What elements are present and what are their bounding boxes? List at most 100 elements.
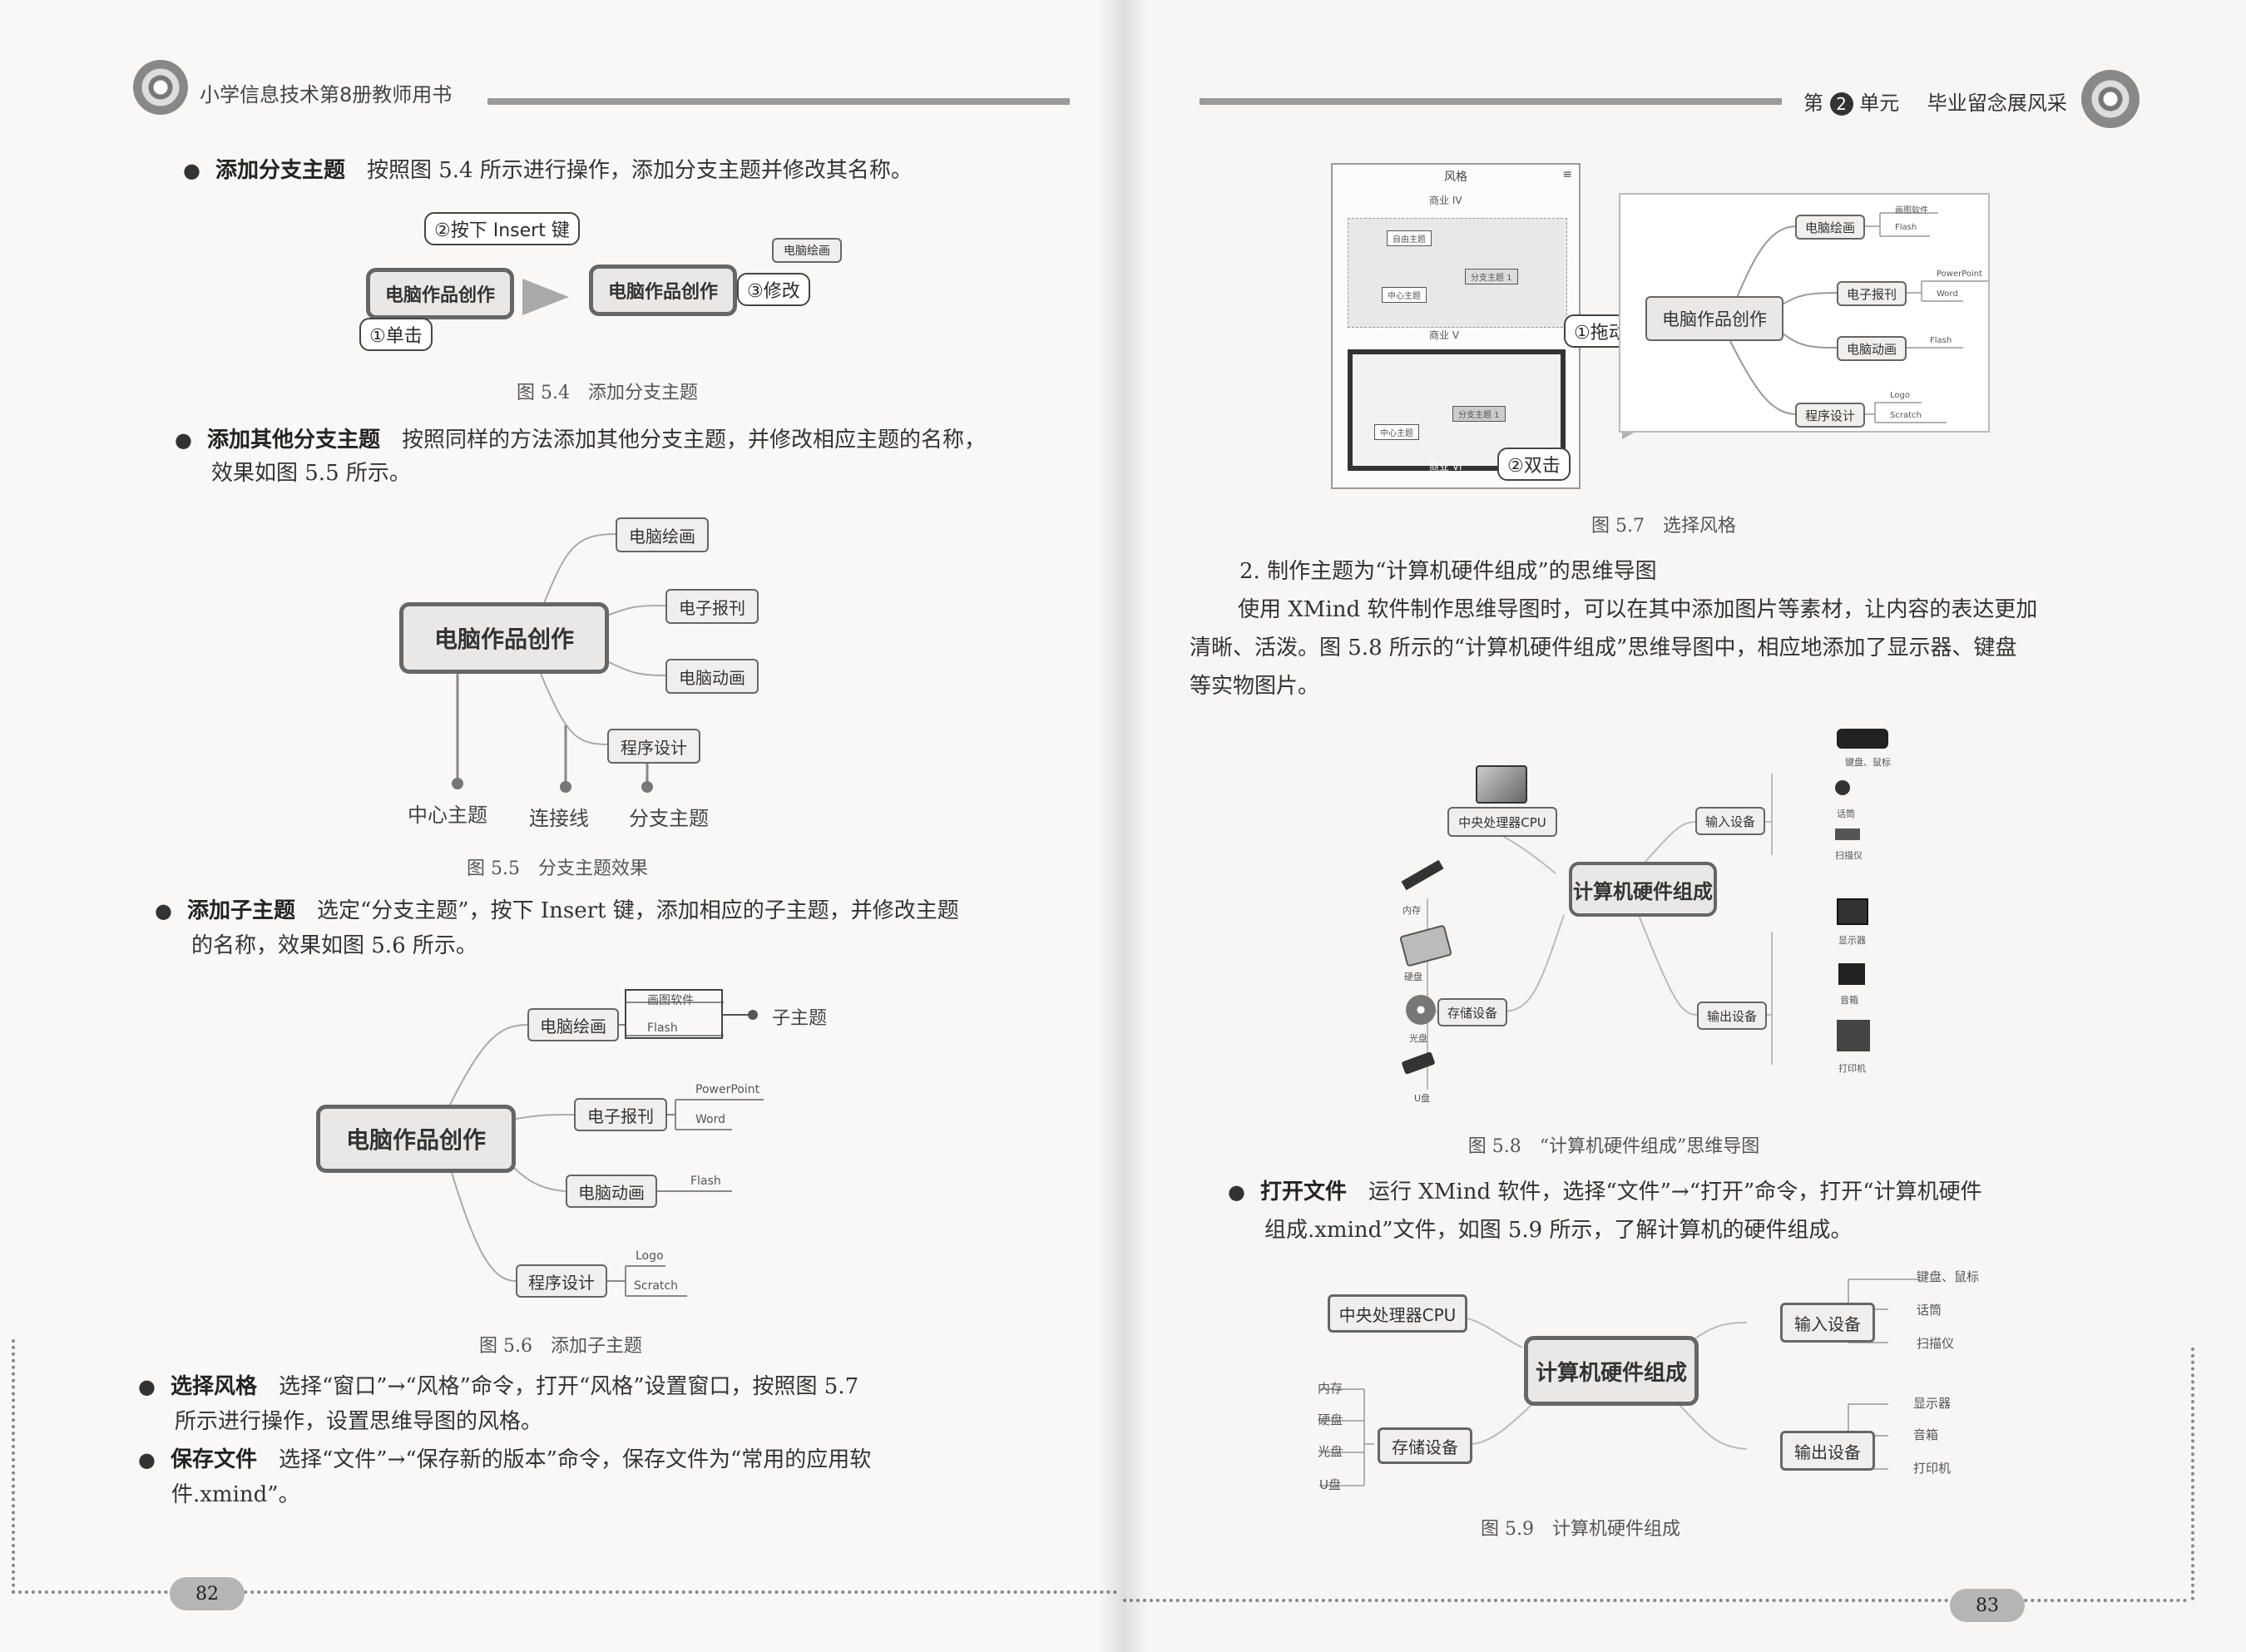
item-title: 打开文件 <box>1259 1180 1347 1204</box>
fig59-input: 输入设备 <box>1780 1303 1875 1343</box>
unit-prefix: 第 <box>1803 92 1823 115</box>
page-number-82: 82 <box>170 1577 245 1610</box>
fig57-child: Logo <box>1890 391 1910 400</box>
fig56-branch-1: 电脑绘画 <box>527 1008 619 1041</box>
panel-title: 风格 <box>1444 171 1467 184</box>
fig55-label-center: 中心主题 <box>408 804 487 827</box>
fig56-child: 画图软件 <box>647 994 694 1007</box>
fig55-caption: 图 5.5 分支主题效果 <box>467 858 648 879</box>
fig55-branch-4: 程序设计 <box>607 729 700 764</box>
mini-branch-topic: 分支主题 1 <box>1465 269 1518 284</box>
mini-branch-topic: 分支主题 1 <box>1452 406 1506 422</box>
border-ornament-left <box>12 1339 23 1594</box>
fig57-branch-4: 程序设计 <box>1795 403 1865 428</box>
fig59-storage-item: 内存 <box>1318 1381 1343 1396</box>
panel-menu-icon[interactable]: ≡ <box>1562 168 1572 181</box>
border-ornament-bottom <box>1123 1599 2188 1607</box>
item-body: 选择“窗口”→“风格”命令，打开“风格”设置窗口，按照图 5.7 <box>278 1374 859 1399</box>
printer-icon <box>1837 1020 1870 1051</box>
fig57-child: Flash <box>1930 336 1952 345</box>
item-body: 按照同样的方法添加其他分支主题，并修改相应主题的名称， <box>401 428 986 453</box>
fig55-center: 电脑作品创作 <box>399 602 609 674</box>
fig54-node-branch: 电脑绘画 <box>772 238 842 263</box>
fig58-storage-item: 光盘 <box>1409 1033 1427 1044</box>
fig59-output: 输出设备 <box>1780 1431 1875 1471</box>
style-6-label: 商业 VI <box>1429 461 1462 472</box>
header-rule <box>487 98 1070 105</box>
fig56-child: Flash <box>647 1021 678 1035</box>
fig58-input: 输入设备 <box>1695 807 1765 835</box>
item-add-child: ●添加子主题 选定“分支主题”，按下 Insert 键，添加相应的子主题，并修改… <box>155 898 959 923</box>
fig58-storage-item: 内存 <box>1403 905 1421 916</box>
fig59-output-item: 音箱 <box>1913 1427 1939 1442</box>
left-page: 小学信息技术第8册教师用书 ●添加分支主题 按照图 5.4 所示进行操作，添加分… <box>0 0 1123 1652</box>
style-panel: 风格 ≡ 商业 IV 自由主题 中心主题 分支主题 1 商业 V 中心主题 分支… <box>1331 163 1581 489</box>
item-body: 按照图 5.4 所示进行操作，添加分支主题并修改其名称。 <box>366 158 913 183</box>
fig58-storage: 存储设备 <box>1437 998 1507 1026</box>
fig59-storage-item: U盘 <box>1319 1477 1341 1492</box>
item-add-child-cont: 的名称，效果如图 5.6 所示。 <box>191 933 477 958</box>
callout-click: ①单击 <box>359 318 433 351</box>
paragraph-line: 清晰、活泼。图 5.8 所示的“计算机硬件组成”思维导图中，相应地添加了显示器、… <box>1190 636 2017 660</box>
fig56-child: Word <box>695 1113 725 1126</box>
cd-icon <box>2081 70 2140 128</box>
fig57-child: Scratch <box>1890 411 1922 420</box>
border-ornament-right <box>2183 1348 2194 1600</box>
fig59-caption: 图 5.9 计算机硬件组成 <box>1481 1519 1680 1540</box>
monitor-icon <box>1837 898 1868 925</box>
running-header: 小学信息技术第8册教师用书 <box>200 83 453 106</box>
section-2-heading: 2. 制作主题为“计算机硬件组成”的思维导图 <box>1239 559 1657 584</box>
style-5-label: 商业 V <box>1429 329 1460 341</box>
fig55-branch-3: 电脑动画 <box>665 659 759 694</box>
page-number-83: 83 <box>1950 1589 2025 1622</box>
item-body: 选择“文件”→“保存新的版本”命令，保存文件为“常用的应用软 <box>278 1447 872 1472</box>
fig58-caption: 图 5.8 “计算机硬件组成”思维导图 <box>1467 1136 1760 1157</box>
callout-dblclick: ②双击 <box>1497 448 1571 481</box>
fig56-child: PowerPoint <box>695 1083 760 1096</box>
scanner-icon <box>1835 828 1860 840</box>
item-select-style-cont: 所示进行操作，设置思维导图的风格。 <box>175 1409 543 1434</box>
fig55-label-branch: 分支主题 <box>629 807 709 830</box>
mini-center-topic: 中心主题 <box>1374 424 1419 440</box>
cd-icon <box>133 60 188 115</box>
paragraph-line: 等实物图片。 <box>1190 674 1320 699</box>
fig57-branch-1: 电脑绘画 <box>1795 215 1865 240</box>
fig57-branch-2: 电子报刊 <box>1837 281 1907 306</box>
cpu-chip-icon <box>1476 765 1527 804</box>
style-4-label: 商业 IV <box>1429 195 1462 206</box>
unit-suffix: 单元 <box>1859 92 1900 115</box>
microphone-icon <box>1835 780 1850 795</box>
fig58-output: 输出设备 <box>1697 1002 1767 1030</box>
fig55-branch-2: 电子报刊 <box>665 589 759 624</box>
item-body: 运行 XMind 软件，选择“文件”→“打开”命令，打开“计算机硬件 <box>1368 1180 1982 1204</box>
optical-disc-icon <box>1406 995 1436 1025</box>
fig57-caption: 图 5.7 选择风格 <box>1591 516 1736 537</box>
fig56-center: 电脑作品创作 <box>316 1105 516 1173</box>
keyboard-mouse-icon <box>1837 729 1888 749</box>
item-title: 保存文件 <box>170 1447 257 1472</box>
arrow-right-icon <box>522 279 569 315</box>
fig59-input-item: 扫描仪 <box>1917 1336 1955 1351</box>
unit-number-badge: 2 <box>1829 92 1853 116</box>
style-6-thumb[interactable]: 中心主题 分支主题 1 <box>1348 349 1566 471</box>
fig59-output-item: 打印机 <box>1913 1461 1952 1476</box>
fig54-node-left: 电脑作品创作 <box>366 268 514 319</box>
fig59-center: 计算机硬件组成 <box>1524 1336 1699 1406</box>
fig57-child: PowerPoint <box>1937 270 1983 279</box>
fig54-node-right: 电脑作品创作 <box>589 265 737 316</box>
fig57-branch-3: 电脑动画 <box>1837 336 1907 361</box>
fig57-child: Word <box>1937 289 1958 299</box>
fig56-connectors <box>448 989 764 1297</box>
book-gutter <box>1098 0 1148 1652</box>
item-title: 选择风格 <box>170 1374 257 1399</box>
item-add-other-cont: 效果如图 5.5 所示。 <box>211 461 411 486</box>
fig59-cpu: 中央处理器CPU <box>1328 1294 1467 1333</box>
fig56-child: Flash <box>690 1175 721 1188</box>
item-save-file: ●保存文件 选择“文件”→“保存新的版本”命令，保存文件为“常用的应用软 <box>138 1447 872 1472</box>
mini-free-topic: 自由主题 <box>1387 230 1432 246</box>
fig58-output-item: 打印机 <box>1838 1063 1866 1074</box>
fig59-storage-item: 光盘 <box>1318 1444 1343 1459</box>
fig57-center: 电脑作品创作 <box>1645 296 1783 341</box>
style-4-thumb[interactable]: 自由主题 中心主题 分支主题 1 <box>1348 218 1567 328</box>
